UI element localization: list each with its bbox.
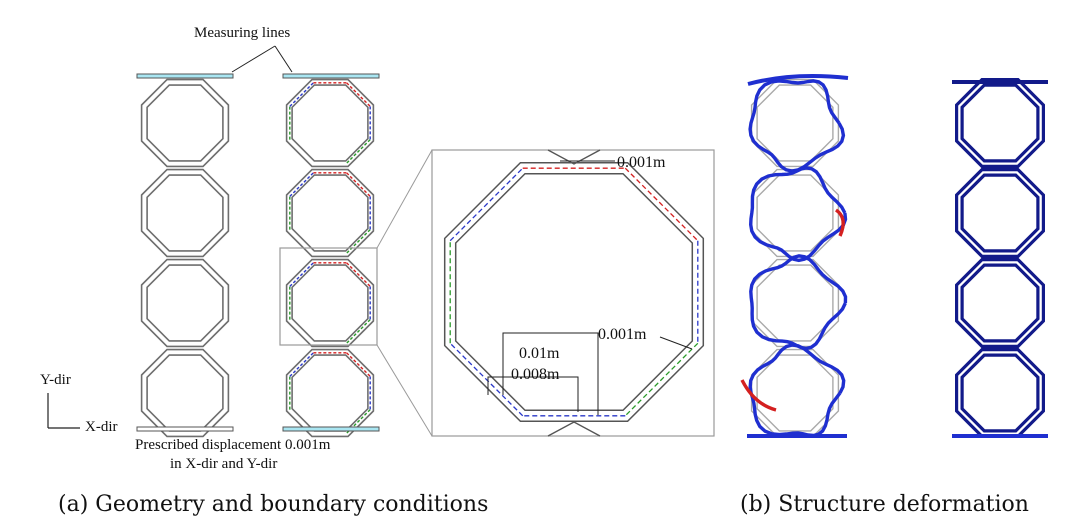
bc-load-2-6 [346, 172, 371, 197]
inner-dimension-label: 0.008m [511, 366, 560, 383]
geometry-cell-4-outer [140, 348, 230, 438]
bc-cell-3-outer [285, 258, 375, 348]
bc-load-3-4 [289, 262, 314, 287]
zoom-hinges [547, 149, 601, 437]
bc-cell-1-outer [285, 78, 375, 168]
zoom-octagon-inner [454, 172, 694, 412]
deformed-reference-cell-4-inner [756, 354, 834, 432]
zoom-load-edge-6 [624, 167, 699, 242]
bc-cell-1-inner [291, 84, 369, 162]
thickness-dimension-label: 0.001m [598, 326, 647, 343]
reference-cell-2-inner [960, 173, 1040, 253]
reference-cell-3-outer [954, 258, 1046, 348]
reference-cell-4-outer [954, 348, 1046, 438]
deformed-bottom-plate [747, 434, 847, 438]
bc-label-line2: in X-dir and Y-dir [170, 456, 278, 472]
gap-dimension-label: 0.001m [617, 154, 666, 171]
annotations [47, 45, 693, 429]
deformed-cell-1 [748, 79, 846, 173]
deformed-reference-cell-1-inner [756, 84, 834, 162]
geometry-cell-3-outer [140, 258, 230, 348]
measuring-line-left [136, 73, 234, 79]
bc-label-line1: Prescribed displacement 0.001m [135, 437, 331, 453]
reference-bottom-plate [952, 434, 1048, 438]
bc-cell-2-outer [285, 168, 375, 258]
inner-dimension-bracket [487, 376, 579, 412]
geometry-cell-2-inner [146, 174, 224, 252]
bc-load-1-4 [289, 82, 314, 107]
deformed-red-hotspot-1 [834, 208, 845, 237]
bc-load-4-4 [289, 352, 314, 377]
measuring-arrow-left [231, 45, 276, 73]
zoom-load-edge-4 [449, 167, 524, 242]
bc-load-4-6 [346, 352, 371, 377]
measuring-line-right [282, 73, 380, 79]
y-dir-label: Y-dir [40, 372, 71, 388]
deformed-structure [740, 74, 849, 438]
bc-load-3-0 [346, 319, 371, 344]
reference-cell-1-outer [954, 77, 1046, 168]
deformed-cell-3 [749, 254, 848, 351]
reference-cell-3-inner [960, 263, 1040, 343]
zoom-octagon-outer [443, 161, 705, 423]
bc-cell-4-outer [285, 348, 375, 438]
deformed-reference-cell-3-inner [756, 264, 834, 342]
deformed-cell-4 [748, 343, 846, 438]
reference-top-plate [952, 80, 1048, 84]
zoom-source-box [279, 247, 378, 346]
bc-load-2-0 [346, 229, 371, 254]
bc-load-3-6 [346, 262, 371, 287]
bc-cell-3-inner [291, 264, 369, 342]
measuring-arrow-right [274, 45, 293, 73]
reference-cell-1-inner [960, 83, 1040, 163]
geometry-cell-4-inner [146, 354, 224, 432]
zoom-connector-top [376, 149, 433, 249]
geometry-cell-2-outer [140, 168, 230, 258]
reference-structure [952, 77, 1048, 438]
zoom-load-edge-2 [449, 342, 524, 417]
measuring-lines-label: Measuring lines [194, 25, 291, 41]
deformed-top-plate [747, 74, 849, 86]
bc-cell-4-inner [291, 354, 369, 432]
caption-a: (a) Geometry and boundary conditions [58, 492, 489, 517]
bc-load-1-0 [346, 139, 371, 164]
zoom-load-edge-0 [624, 342, 699, 417]
zoom-detail [279, 149, 715, 437]
outer-dimension-bracket [502, 332, 599, 415]
geometry-cell-3-inner [146, 264, 224, 342]
thickness-dimension-line [659, 336, 693, 350]
boundary-condition-column [282, 73, 380, 438]
geometry-cell-1-inner [146, 84, 224, 162]
geometry-cell-1-outer [140, 78, 230, 168]
zoom-frame [431, 149, 715, 437]
bottom-support-left [136, 426, 234, 432]
outer-dimension-label: 0.01m [519, 345, 560, 362]
bc-load-2-4 [289, 172, 314, 197]
zoom-connector-bottom [376, 344, 433, 437]
deformed-red-hotspot-2 [740, 379, 777, 412]
reference-cell-4-inner [960, 353, 1040, 433]
deformed-reference-cell-1-outer [750, 78, 840, 168]
deformed-reference-cell-2-inner [756, 174, 834, 252]
deformed-cell-2 [748, 166, 848, 263]
bc-load-1-6 [346, 82, 371, 107]
bottom-support-right [282, 426, 380, 432]
reference-cell-2-outer [954, 168, 1046, 258]
bc-cell-2-inner [291, 174, 369, 252]
caption-b: (b) Structure deformation [740, 492, 1029, 517]
geometry-column [136, 73, 234, 438]
x-dir-label: X-dir [85, 419, 118, 435]
